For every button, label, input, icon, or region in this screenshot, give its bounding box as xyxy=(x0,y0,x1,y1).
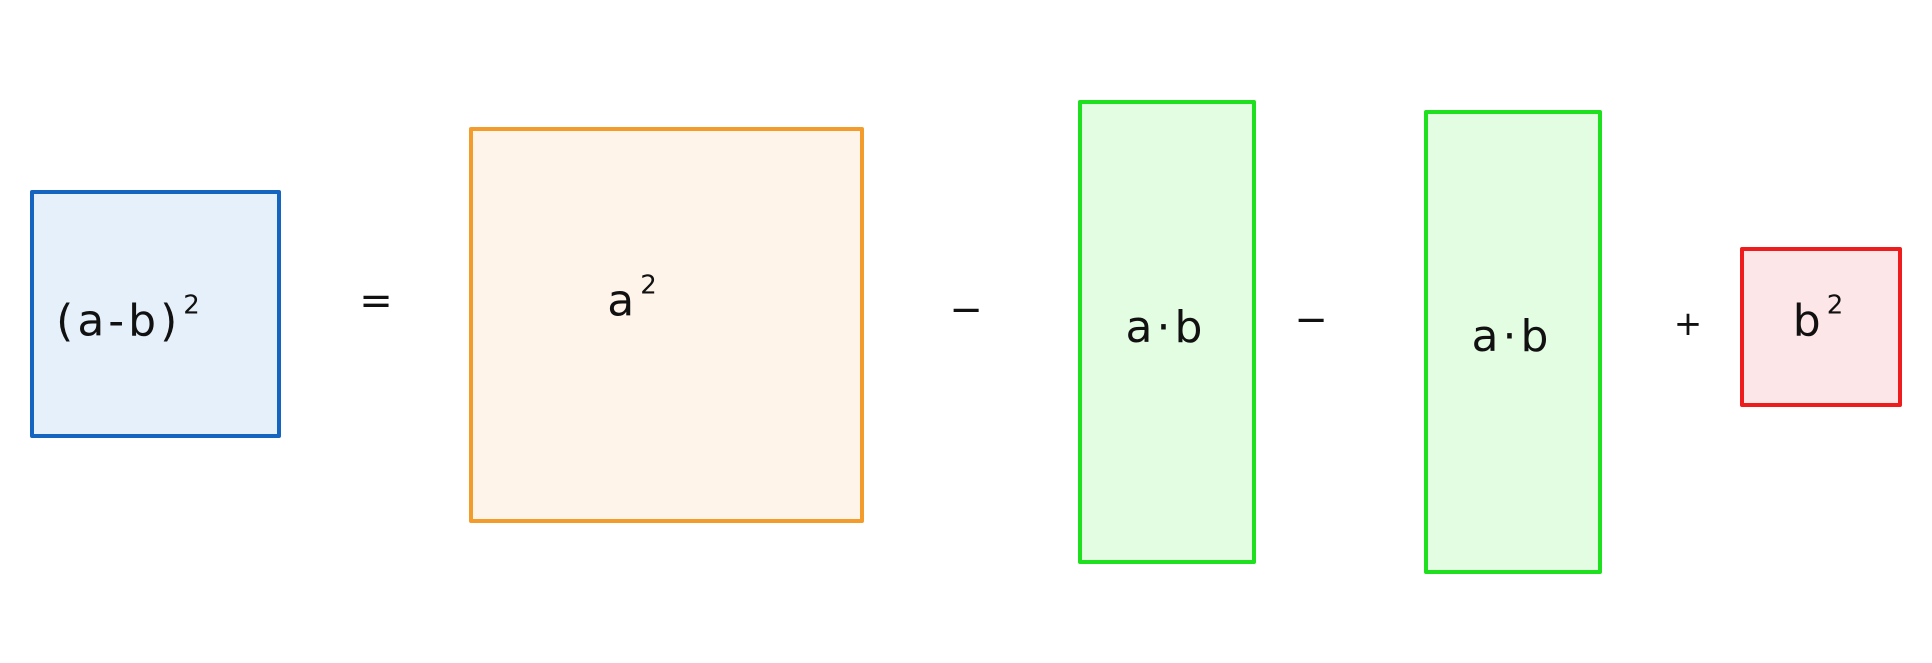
minus-sign-2: − xyxy=(1294,297,1328,343)
minus-sign-1: − xyxy=(949,287,983,333)
a-squared-base: a xyxy=(607,275,639,327)
a-squared-exponent: 2 xyxy=(640,270,657,301)
b-squared-base: b xyxy=(1792,295,1825,347)
plus-sign: + xyxy=(1673,304,1703,344)
lhs-base: (a-b) xyxy=(56,295,182,347)
a-squared-box xyxy=(469,127,864,523)
a-squared-label: a2 xyxy=(607,273,657,324)
lhs-exponent: 2 xyxy=(183,290,200,321)
ab-rectangle-2 xyxy=(1424,110,1602,574)
b-squared-exponent: 2 xyxy=(1826,290,1844,321)
equals-sign: = xyxy=(359,278,393,324)
ab-rectangle-1 xyxy=(1078,100,1256,564)
b-squared-box xyxy=(1740,247,1902,407)
b-squared-label: b2 xyxy=(1793,293,1843,344)
lhs-label: (a-b)2 xyxy=(56,293,200,344)
ab-label-2: a·b xyxy=(1471,311,1553,362)
lhs-square-box xyxy=(30,190,281,438)
ab-label-1: a·b xyxy=(1125,302,1207,353)
